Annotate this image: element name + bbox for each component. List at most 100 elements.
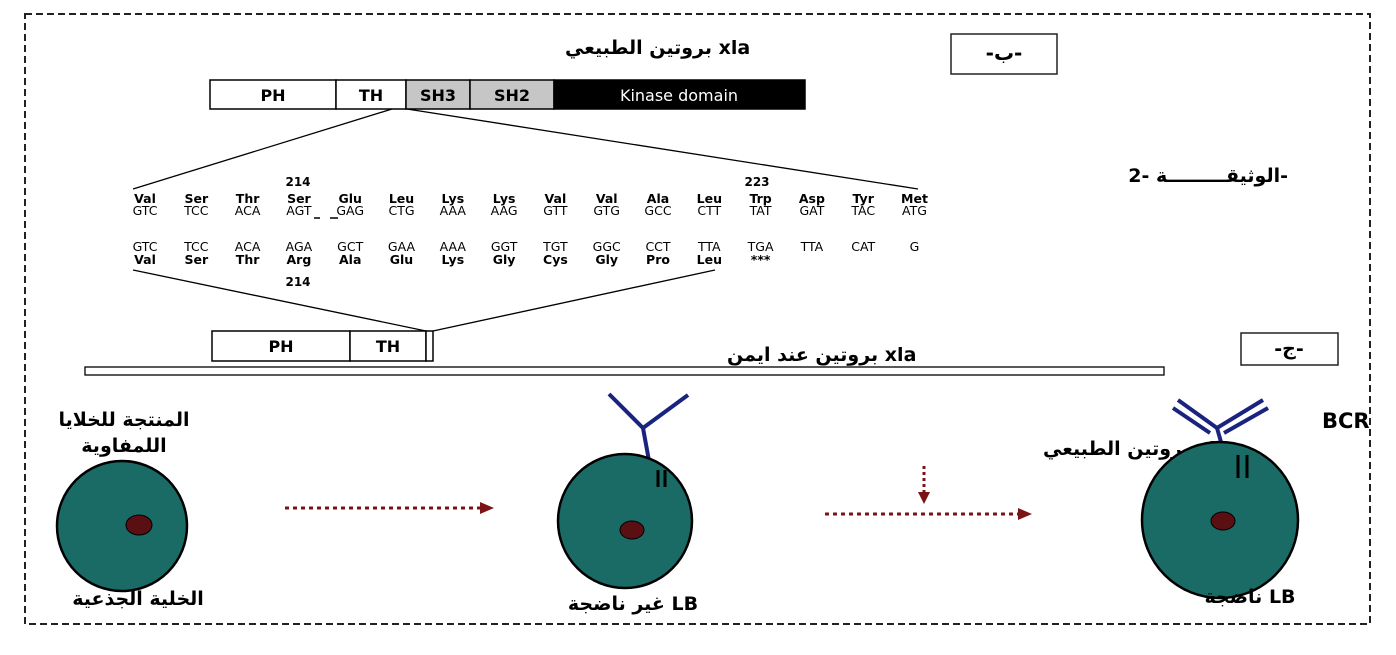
mutant-codon-4: GCT <box>337 239 363 254</box>
normal-codon-14: TAC <box>850 203 875 218</box>
mutant-aa-12: *** <box>751 252 771 267</box>
normal-aa-1: Ser <box>184 191 208 206</box>
position-214-bottom: 214 <box>285 275 310 289</box>
mutant-domain-th-label: TH <box>376 337 400 356</box>
normal-codon-4: GAG <box>336 203 364 218</box>
stem-cell-bottom-label: الخلية الجذعية <box>72 588 204 610</box>
mutant-codon-2: ACA <box>235 239 261 254</box>
stem-cell <box>55 459 189 593</box>
mutant-codon-5: GAA <box>388 239 416 254</box>
mutant-codon-15: G <box>910 239 920 254</box>
normal-aa-0: Val <box>134 191 156 206</box>
mutant-codon-12: TGA <box>747 239 774 254</box>
position-223: 223 <box>744 175 769 189</box>
mutant-aa-6: Lys <box>441 252 464 267</box>
normal-aa-15: Met <box>901 191 928 206</box>
normal-aa-3: Ser <box>287 191 311 206</box>
mutant-codon-8: TGT <box>542 239 568 254</box>
bcr-label: BCR <box>1322 409 1370 433</box>
normal-codon-11: CTT <box>697 203 721 218</box>
normal-aa-10: Ala <box>647 191 669 206</box>
domain-sh3-label: SH3 <box>420 86 456 105</box>
mutant-aa-3: Arg <box>287 252 312 267</box>
mutant-codon-0: GTC <box>133 239 158 254</box>
domain-kinase <box>553 79 806 110</box>
mutant-aa-0: Val <box>134 252 156 267</box>
domain-sh3 <box>405 79 471 110</box>
normal-codon-1: TCC <box>183 203 209 218</box>
mutant-aa-7: Gly <box>493 252 516 267</box>
domain-th-label: TH <box>359 86 383 105</box>
panel-j-label: -ج- <box>1274 338 1303 360</box>
mutant-codon-13: TTA <box>800 239 824 254</box>
normal-aa-9: Val <box>596 191 618 206</box>
panel-j-box <box>1240 332 1339 366</box>
normal-codon-9: GTG <box>593 203 620 218</box>
immature-receptor-icon <box>607 392 690 431</box>
mutant-codon-14: CAT <box>851 239 875 254</box>
stem-cell-top-label-1: المنتجة للخلايا <box>58 409 189 431</box>
zoom-line-left <box>132 108 393 190</box>
domain-ph-label: PH <box>260 86 285 105</box>
normal-aa-12: Trp <box>749 191 771 206</box>
normal-protein-bar: PH TH SH3 SH2 Kinase domain <box>209 79 806 110</box>
panel-b-box <box>950 33 1058 75</box>
normal-codon-7: AAG <box>491 203 518 218</box>
mutant-codon-6: AAA <box>440 239 467 254</box>
arrow-stem-to-immature <box>285 502 494 514</box>
mutant-codon-9: GGC <box>593 239 621 254</box>
mutant-protein-title: xla بروتين عند ايمن <box>727 344 916 366</box>
mutant-aa-11: Leu <box>697 252 722 267</box>
mutant-aa-4: Ala <box>339 252 361 267</box>
mutant-codon-3: AGA <box>286 239 313 254</box>
mutant-truncation <box>425 330 434 362</box>
normal-aa-7: Lys <box>493 191 516 206</box>
normal-codon-12: TAT <box>749 203 772 218</box>
normal-codon-8: GTT <box>543 203 568 218</box>
normal-codon-13: GAT <box>799 203 824 218</box>
mutant-aa-8: Cys <box>543 252 568 267</box>
normal-aa-6: Lys <box>441 191 464 206</box>
mature-lb-label: LB ناضجة <box>1204 586 1295 608</box>
mutant-aa-5: Glu <box>390 252 413 267</box>
zoom-line-mutant-right <box>432 269 716 332</box>
mutant-domain-ph-label: PH <box>268 337 293 356</box>
normal-aa-13: Asp <box>799 191 825 206</box>
immature-cell-body <box>556 452 694 590</box>
normal-codon-2: ACA <box>235 203 261 218</box>
normal-codon-5: CTG <box>388 203 414 218</box>
normal-codon-3: AGT <box>286 203 312 218</box>
normal-protein-title: xla بروتين الطبيعي <box>565 37 750 59</box>
mature-receptor-icon <box>1176 398 1265 431</box>
arrow-immature-to-mature <box>825 508 1032 520</box>
zoom-line-mutant-left <box>132 269 427 332</box>
mutant-codon-1: TCC <box>183 239 209 254</box>
normal-aa-14: Tyr <box>853 191 875 206</box>
domain-sh2-label: SH2 <box>494 86 530 105</box>
normal-aa-11: Leu <box>697 191 722 206</box>
document-label: الوثيقـــــــــة -2- <box>1128 165 1288 187</box>
mutant-aa-2: Thr <box>236 252 260 267</box>
mutant-codon-10: CCT <box>645 239 670 254</box>
normal-aa-2: Thr <box>236 191 260 206</box>
normal-codon-6: AAA <box>440 203 467 218</box>
position-214-top: 214 <box>285 175 310 189</box>
normal-aa-8: Val <box>545 191 567 206</box>
immature-lb-cell <box>556 392 694 590</box>
mature-cell-nucleus <box>1210 511 1236 531</box>
stem-cell-body <box>55 459 189 593</box>
mutant-aa-10: Pro <box>646 252 670 267</box>
domain-kinase-label: Kinase domain <box>620 86 738 105</box>
panel-b-label: -ب- <box>986 41 1023 65</box>
arrow-protein-down <box>918 466 930 504</box>
dashed-frame <box>24 13 1371 625</box>
stem-cell-nucleus <box>125 514 153 536</box>
mature-lb-cell <box>1140 398 1300 600</box>
immature-cell-nucleus <box>619 520 645 540</box>
normal-aa-4: Glu <box>338 191 361 206</box>
